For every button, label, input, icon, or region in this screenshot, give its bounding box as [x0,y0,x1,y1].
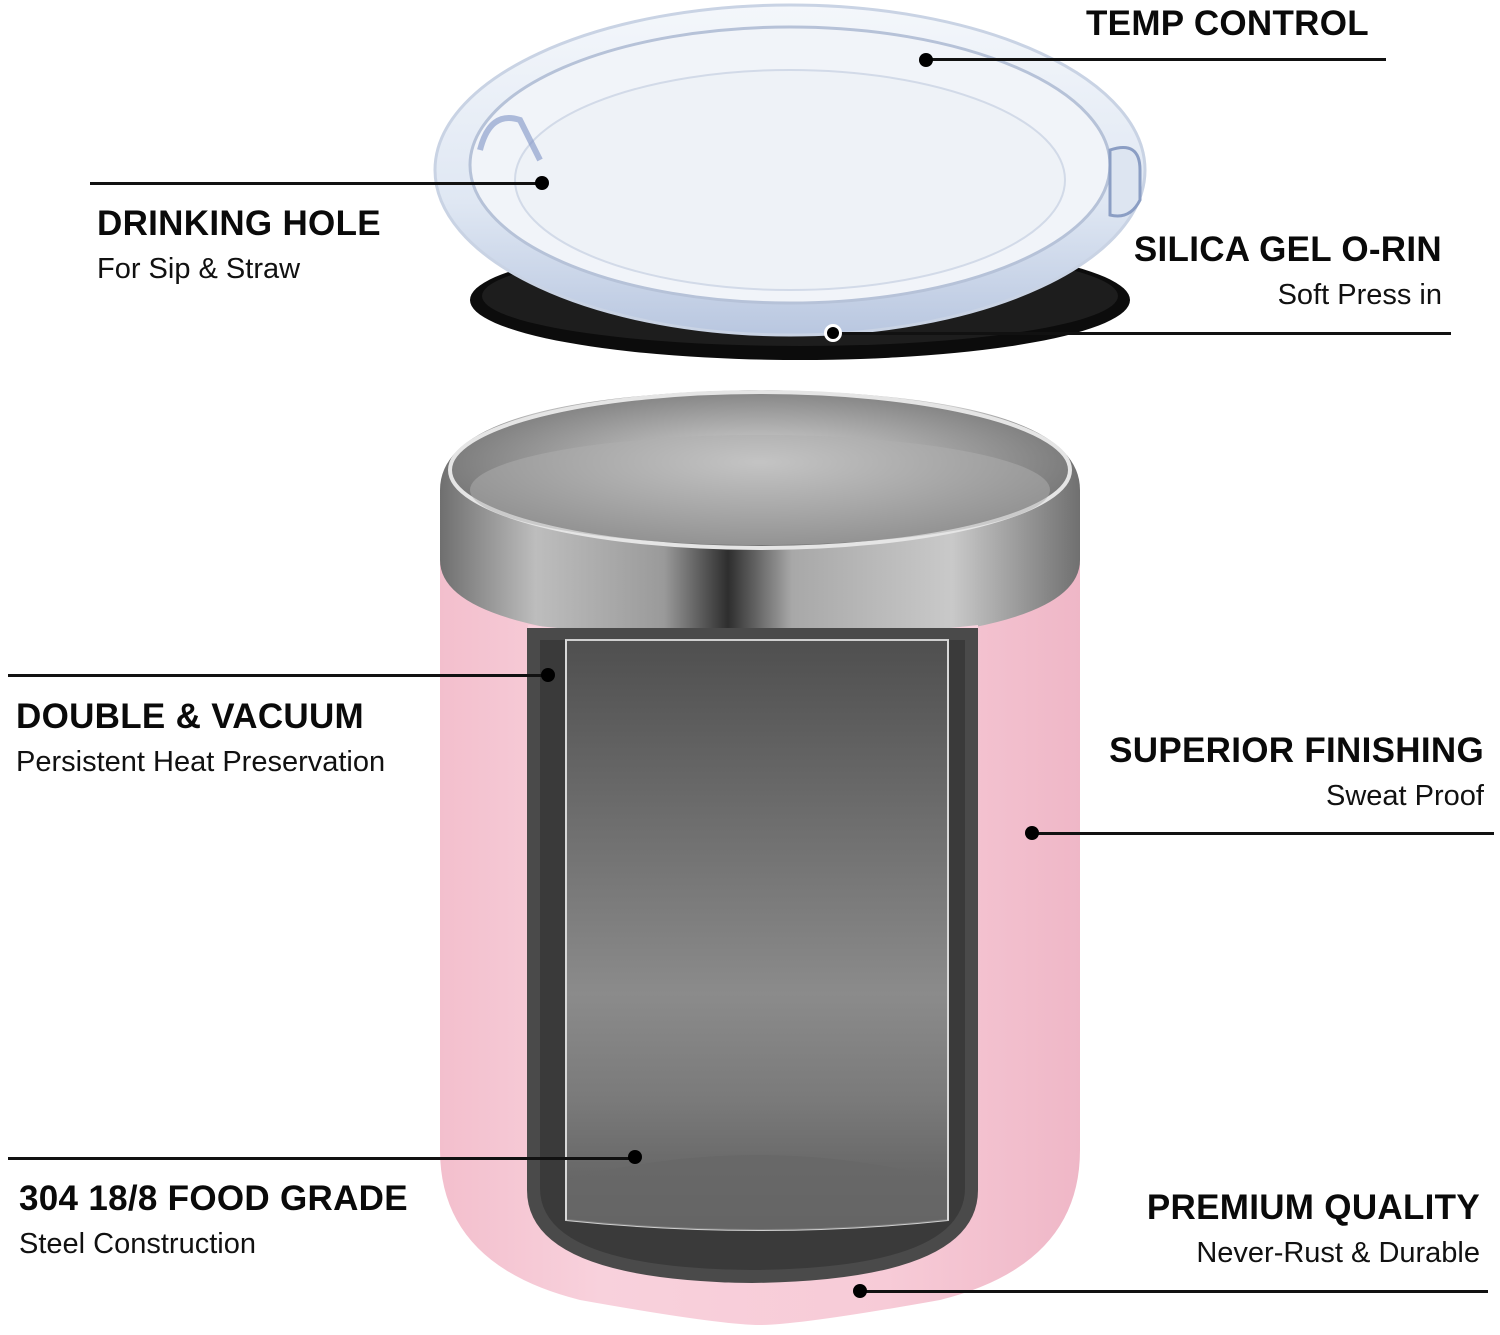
tumbler [440,390,1080,1325]
callout-drinking-hole: DRINKING HOLE For Sip & Straw [97,206,381,284]
marker-dot-food-grade [628,1150,642,1164]
leader-line-superior-finishing [1032,832,1494,835]
callout-title: SUPERIOR FINISHING [1109,731,1484,770]
callout-subtitle: Sweat Proof [1326,780,1484,812]
marker-dot-drinking-hole [535,176,549,190]
callout-subtitle: Never-Rust & Durable [1196,1237,1480,1269]
callout-superior-finishing: SUPERIOR FINISHING Sweat Proof [1109,733,1484,811]
marker-dot-superior-finishing [1025,826,1039,840]
callout-title: TEMP CONTROL [1086,4,1369,43]
callout-premium-quality: PREMIUM QUALITY Never-Rust & Durable [1147,1190,1480,1268]
lid [433,3,1147,360]
callout-temp-control: TEMP CONTROL [1086,6,1369,41]
marker-dot-premium-quality [853,1284,867,1298]
callout-title: DRINKING HOLE [97,204,381,243]
callout-subtitle: Soft Press in [1277,279,1442,311]
leader-line-double-vacuum [8,674,548,677]
leader-line-food-grade [8,1157,635,1160]
callout-double-vacuum: DOUBLE & VACUUM Persistent Heat Preserva… [16,699,385,777]
leader-line-temp-control [926,58,1386,61]
marker-dot-silica-gel-o-ring [824,324,842,342]
callout-silica-gel-o-ring: SILICA GEL O-RIN Soft Press in [1134,232,1442,310]
callout-subtitle: For Sip & Straw [97,253,301,285]
callout-subtitle: Persistent Heat Preservation [16,746,386,778]
leader-line-premium-quality [860,1290,1488,1293]
callout-food-grade: 304 18/8 FOOD GRADE Steel Construction [19,1181,408,1259]
callout-title: PREMIUM QUALITY [1146,1188,1480,1227]
callout-subtitle: Steel Construction [19,1228,256,1260]
marker-dot-temp-control [919,53,933,67]
callout-title: 304 18/8 FOOD GRADE [19,1179,408,1218]
callout-title: DOUBLE & VACUUM [16,697,365,736]
marker-dot-double-vacuum [541,668,555,682]
callout-title: SILICA GEL O-RIN [1133,230,1442,269]
leader-line-drinking-hole [90,182,542,185]
leader-line-silica-gel-o-ring [833,332,1451,335]
